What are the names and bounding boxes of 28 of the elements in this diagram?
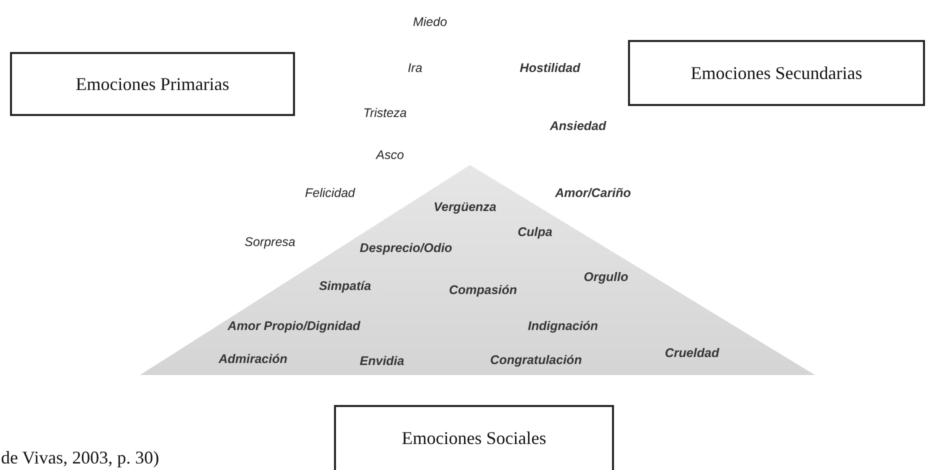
emotion-label: Desprecio/Odio	[360, 241, 452, 255]
category-box	[10, 52, 295, 116]
emotion-label: Felicidad	[304, 186, 356, 200]
emotion-label: Sorpresa	[244, 235, 296, 249]
emotion-label: Indignación	[528, 319, 598, 333]
emotion-label: Hostilidad	[520, 61, 580, 75]
emotion-label: Simpatía	[318, 279, 372, 293]
emotion-label: Vergüenza	[434, 200, 496, 214]
category-box	[628, 40, 925, 106]
emotion-label: Tristeza	[363, 106, 407, 120]
emotion-label: Admiración	[218, 352, 288, 366]
box-title: Emociones Sociales	[402, 428, 546, 449]
emotion-label: Culpa	[518, 225, 552, 239]
emotion-label: Asco	[376, 148, 404, 162]
category-box	[334, 405, 614, 470]
box-title: Emociones Primarias	[76, 74, 230, 94]
box-title: Emociones Secundarias	[690, 62, 862, 84]
emotion-label: Ira	[408, 61, 422, 75]
emotion-label: Ansiedad	[550, 119, 606, 133]
emotion-label: Crueldad	[664, 346, 720, 360]
emotion-label: Amor/Cariño	[555, 186, 631, 200]
emotion-label: Amor Propio/Dignidad	[228, 319, 360, 333]
emotion-label: Miedo	[412, 15, 448, 29]
emotion-label: Envidia	[360, 354, 404, 368]
emotion-label: Congratulación	[490, 353, 582, 367]
emotion-label: Compasión	[448, 283, 518, 297]
emotion-label: Orgullo	[584, 270, 628, 284]
source-citation: de Vivas, 2003, p. 30)	[1, 448, 160, 468]
